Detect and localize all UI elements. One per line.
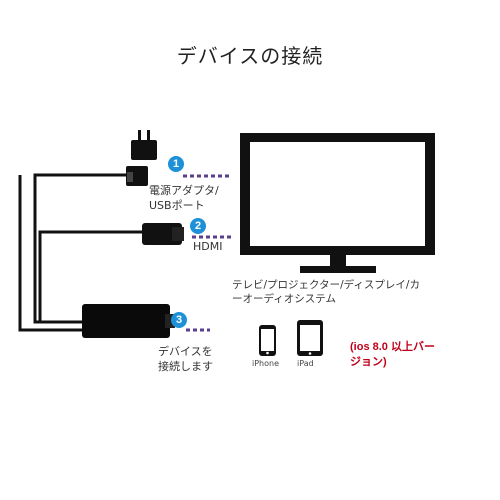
display-caption-line1: テレビ/プロジェクター/ディスプレイ/カ — [232, 279, 420, 291]
lightning-adapter-icon — [82, 304, 175, 338]
compat-note-line2: ジョン) — [350, 356, 387, 368]
step-label-2: HDMI — [193, 240, 223, 253]
diagram-title: デバイスの接続 — [176, 44, 324, 68]
ipad-label: iPad — [297, 359, 314, 368]
step-label-1b: USBポート — [149, 199, 205, 212]
dashed-connectors — [183, 174, 232, 332]
usb-cable-lower — [18, 175, 82, 332]
iphone-label: iPhone — [252, 359, 280, 368]
power-adapter-icon — [131, 130, 157, 160]
television-icon — [240, 133, 435, 273]
usb-cable — [33, 173, 130, 324]
ipad-icon — [297, 320, 323, 356]
display-caption-line2: ーオーディオシステム — [232, 293, 336, 305]
usb-connector-icon — [126, 166, 148, 186]
step-badge-3: 3 — [171, 312, 187, 328]
step-label-1a: 電源アダプタ/ — [149, 184, 219, 197]
step-label-3a: デバイスを — [158, 345, 213, 358]
step-label-3b: 接続します — [158, 360, 213, 373]
hdmi-cable — [38, 230, 145, 322]
step-badge-1: 1 — [168, 156, 184, 172]
cable-bundle — [18, 173, 145, 332]
iphone-icon — [259, 325, 276, 356]
compat-note-line1: (ios 8.0 以上バー — [350, 341, 435, 353]
hdmi-connector-icon — [142, 223, 184, 245]
step-badge-2: 2 — [190, 218, 206, 234]
